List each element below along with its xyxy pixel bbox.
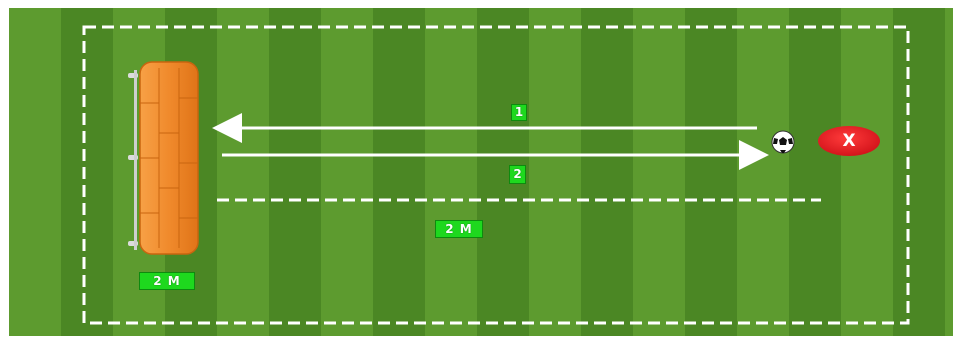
grass-stripe: [61, 8, 113, 336]
grass-stripe: [373, 8, 425, 336]
grass-stripe: [685, 8, 737, 336]
grass-stripe: [581, 8, 633, 336]
distance-label-middle: 2 M: [435, 220, 483, 238]
grass-stripe: [789, 8, 841, 336]
soccer-ball-icon: [772, 131, 794, 153]
player-marker-label: X: [818, 126, 880, 156]
arrow-2-label: 2: [509, 165, 526, 184]
arrow-1-label: 1: [511, 104, 527, 121]
distance-label-left: 2 M: [139, 272, 195, 290]
grass-stripe: [893, 8, 945, 336]
grass-stripe: [269, 8, 321, 336]
